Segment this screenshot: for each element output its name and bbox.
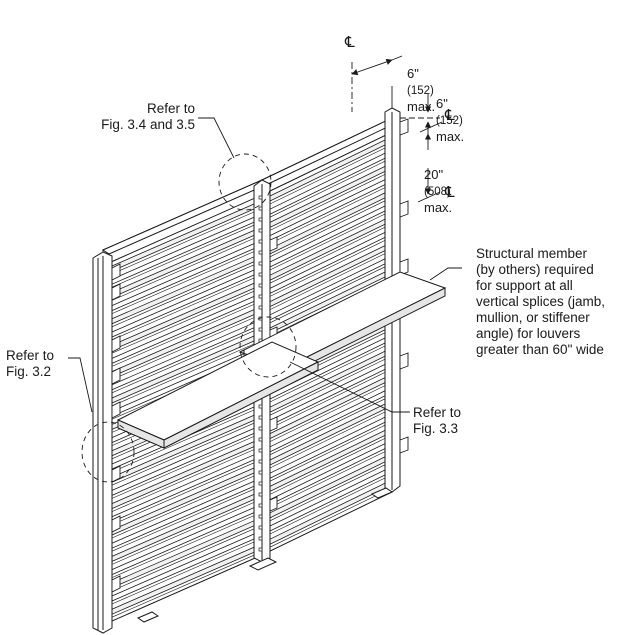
dim-mid-paren: (508): [424, 186, 451, 198]
dim-a-paren: (152): [407, 85, 434, 97]
base-feet: [136, 487, 394, 623]
label-structural-member-note: Structural member (by others) required f…: [476, 246, 606, 357]
dimension-lines: [351, 55, 443, 203]
dimension-6in-second: 6" (152) max.: [436, 80, 464, 145]
dimension-20in: 20" (508) max.: [424, 151, 452, 216]
dim-a-suffix: max.: [407, 99, 436, 114]
leader-lines: [68, 117, 462, 413]
callout-circles: [81, 153, 297, 483]
dim-b-paren: (152): [436, 115, 463, 127]
label-refer-fig-3-3: Refer to Fig. 3.3: [413, 405, 462, 436]
structural-member-lower: [116, 341, 320, 449]
dimension-6in-top: 6" (152) max.: [407, 50, 435, 115]
centerline-symbol-mid: ℄: [445, 106, 455, 124]
dim-mid-main: 20": [424, 167, 444, 182]
dim-b-suffix: max.: [436, 129, 465, 144]
dim-b-main: 6": [436, 96, 448, 111]
label-refer-fig-3-4-3-5: Refer to Fig. 3.4 and 3.5: [101, 101, 195, 132]
dim-mid-suffix: max.: [424, 200, 453, 215]
centerline-symbol-low: ℄: [445, 183, 455, 201]
label-refer-fig-3-2: Refer to Fig. 3.2: [6, 348, 55, 379]
dim-a-main: 6": [407, 66, 419, 81]
left-jamb: [92, 251, 113, 634]
centerline-symbol-top: ℄: [345, 33, 355, 51]
